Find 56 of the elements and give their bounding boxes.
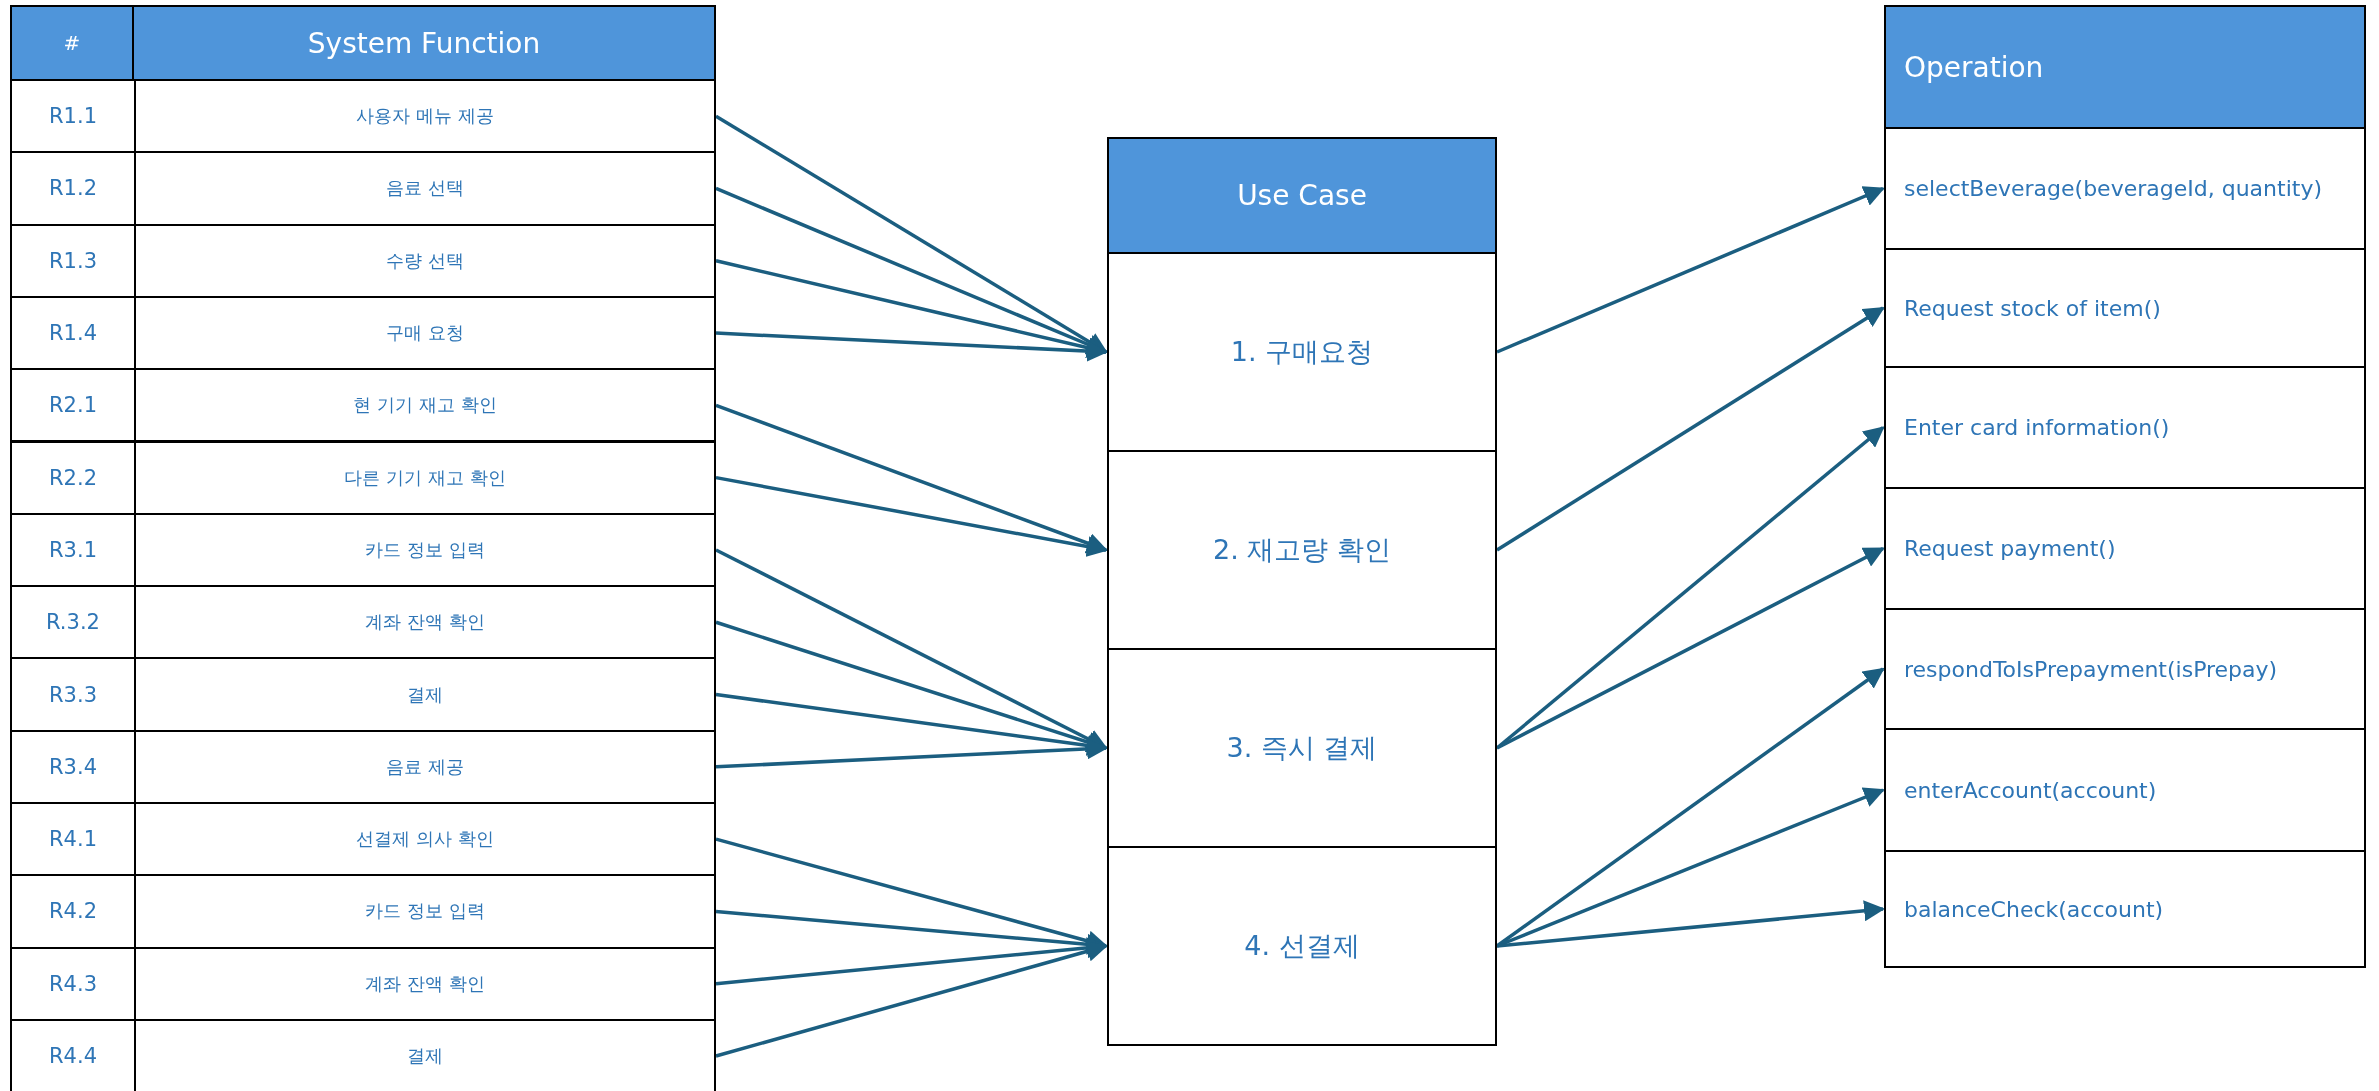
operation-box: selectBeverage(beverageId, quantity) xyxy=(1884,127,2366,250)
table-row xyxy=(10,657,716,732)
table-row xyxy=(10,802,716,877)
operation-box: Request payment() xyxy=(1884,487,2366,610)
function-text: 결제 xyxy=(406,1044,444,1069)
arrow xyxy=(715,331,1109,362)
operation-box: Enter card information() xyxy=(1884,366,2366,489)
function-text: 카드 정보 입력 xyxy=(364,537,486,562)
use-case-box: 4. 선결제 xyxy=(1107,846,1497,1046)
table-row xyxy=(10,440,716,515)
arrow xyxy=(715,403,1108,554)
operation-box: balanceCheck(account) xyxy=(1884,850,2366,968)
column-header: Operation xyxy=(1884,5,2366,129)
table-row xyxy=(10,1018,716,1091)
function-text: 현 기기 재고 확인 xyxy=(352,393,498,418)
function-text: 음료 제공 xyxy=(385,754,465,779)
column-header: Use Case xyxy=(1107,137,1497,254)
function-text: 구매 요청 xyxy=(385,321,465,346)
table-row xyxy=(10,729,716,804)
function-text: 선결제 의사 확인 xyxy=(355,827,495,852)
function-text: 결제 xyxy=(406,682,444,707)
table-row xyxy=(10,874,716,949)
table-row xyxy=(10,946,716,1021)
table-row xyxy=(10,295,716,371)
function-text: 다른 기기 재고 확인 xyxy=(343,465,507,490)
arrow xyxy=(1496,306,1885,552)
function-text: 카드 정보 입력 xyxy=(364,899,486,924)
arrow xyxy=(715,186,1108,355)
operation-box: enterAccount(account) xyxy=(1884,728,2366,852)
operation-box: respondToIsPrepayment(isPrepay) xyxy=(1884,608,2366,730)
arrow xyxy=(715,548,1108,750)
function-text: 사용자 메뉴 제공 xyxy=(355,104,495,129)
use-case-box: 2. 재고량 확인 xyxy=(1107,450,1497,650)
function-text: 계좌 잔액 확인 xyxy=(364,610,486,635)
table-row xyxy=(10,223,716,298)
function-text: 계좌 잔액 확인 xyxy=(364,971,486,996)
arrow xyxy=(1496,186,1885,354)
table-row xyxy=(10,79,716,154)
table-row xyxy=(10,512,716,588)
arrow xyxy=(715,941,1108,1058)
table-row xyxy=(10,585,716,660)
arrow xyxy=(715,738,1109,769)
use-case-box: 1. 구매요청 xyxy=(1107,252,1497,452)
use-case-box: 3. 즉시 결제 xyxy=(1107,648,1497,848)
function-text: 수량 선택 xyxy=(385,248,465,273)
arrow xyxy=(1496,546,1885,750)
requirement-id: R4.4 xyxy=(12,1020,136,1091)
function-text: 음료 선택 xyxy=(385,176,465,201)
column-header: # xyxy=(10,5,134,81)
arrow xyxy=(715,620,1108,753)
table-row xyxy=(10,151,716,226)
column-header: System Function xyxy=(132,5,716,81)
operation-box: Request stock of item() xyxy=(1884,248,2366,368)
table-row xyxy=(10,368,716,443)
arrow xyxy=(715,475,1109,557)
arrow xyxy=(1496,900,1886,948)
